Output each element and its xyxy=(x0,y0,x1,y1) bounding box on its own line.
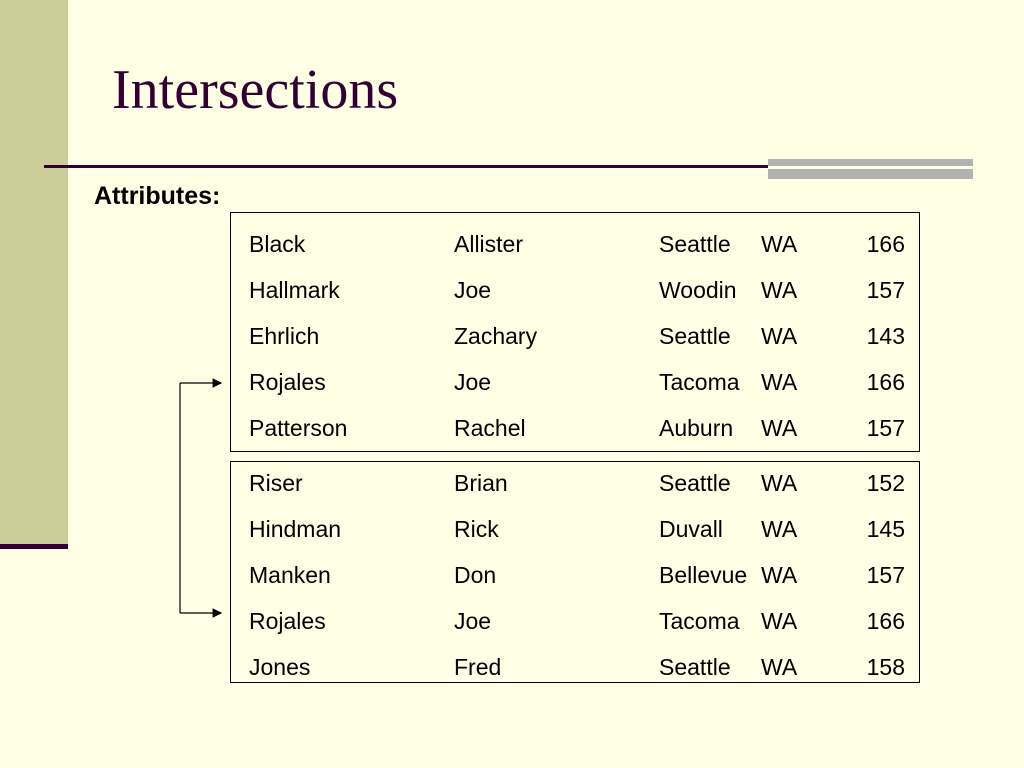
last-name-cell: Rojales xyxy=(249,369,326,395)
state-cell: WA xyxy=(761,562,798,588)
last-name-cell: Riser xyxy=(249,470,303,496)
city-cell: Tacoma xyxy=(659,369,740,395)
last-name-cell: Ehrlich xyxy=(249,323,320,349)
accent-bar xyxy=(768,159,973,179)
first-name-cell: Rick xyxy=(454,516,499,542)
number-cell: 158 xyxy=(866,654,905,680)
city-cell: Auburn xyxy=(659,415,734,441)
first-name-cell: Joe xyxy=(454,369,492,395)
first-name-cell: Zachary xyxy=(454,323,538,349)
table-one: Black Allister Seattle WA 166 Hallmark J… xyxy=(230,212,920,452)
last-name-cell: Black xyxy=(249,231,306,257)
number-cell: 166 xyxy=(866,231,905,257)
slide-title: Intersections xyxy=(112,59,399,121)
first-name-cell: Joe xyxy=(454,277,492,303)
city-cell: Bellevue xyxy=(659,562,748,588)
table-row: Hallmark Joe Woodin WA 157 xyxy=(231,276,919,304)
number-cell: 166 xyxy=(866,369,905,395)
state-cell: WA xyxy=(761,415,798,441)
state-cell: WA xyxy=(761,654,798,680)
last-name-cell: Jones xyxy=(249,654,311,680)
first-name-cell: Fred xyxy=(454,654,502,680)
number-cell: 157 xyxy=(866,277,905,303)
last-name-cell: Hallmark xyxy=(249,277,340,303)
last-name-cell: Manken xyxy=(249,562,331,588)
city-cell: Tacoma xyxy=(659,608,740,634)
state-cell: WA xyxy=(761,608,798,634)
first-name-cell: Joe xyxy=(454,608,492,634)
table-row: Jones Fred Seattle WA 158 xyxy=(231,653,919,681)
table-row: Patterson Rachel Auburn WA 157 xyxy=(231,414,919,442)
city-cell: Woodin xyxy=(659,277,737,303)
state-cell: WA xyxy=(761,231,798,257)
table-row: Black Allister Seattle WA 166 xyxy=(231,230,919,258)
state-cell: WA xyxy=(761,277,798,303)
table-row: Manken Don Bellevue WA 157 xyxy=(231,561,919,589)
last-name-cell: Rojales xyxy=(249,608,326,634)
city-cell: Duvall xyxy=(659,516,723,542)
city-cell: Seattle xyxy=(659,470,731,496)
number-cell: 152 xyxy=(866,470,905,496)
number-cell: 157 xyxy=(866,562,905,588)
table-row: Rojales Joe Tacoma WA 166 xyxy=(231,607,919,635)
number-cell: 157 xyxy=(866,415,905,441)
table-row: Riser Brian Seattle WA 152 xyxy=(231,469,919,497)
city-cell: Seattle xyxy=(659,231,731,257)
number-cell: 143 xyxy=(866,323,905,349)
left-decorative-band xyxy=(0,0,68,548)
state-cell: WA xyxy=(761,323,798,349)
number-cell: 145 xyxy=(866,516,905,542)
title-rule xyxy=(44,165,972,168)
number-cell: 166 xyxy=(866,608,905,634)
first-name-cell: Don xyxy=(454,562,497,588)
first-name-cell: Rachel xyxy=(454,415,526,441)
last-name-cell: Patterson xyxy=(249,415,348,441)
last-name-cell: Hindman xyxy=(249,516,342,542)
state-cell: WA xyxy=(761,470,798,496)
table-row: Ehrlich Zachary Seattle WA 143 xyxy=(231,322,919,350)
table-row: Hindman Rick Duvall WA 145 xyxy=(231,515,919,543)
state-cell: WA xyxy=(761,369,798,395)
table-two: Riser Brian Seattle WA 152 Hindman Rick … xyxy=(230,461,920,683)
accent-bar-stripe xyxy=(768,166,973,169)
first-name-cell: Brian xyxy=(454,470,508,496)
table-row: Rojales Joe Tacoma WA 166 xyxy=(231,368,919,396)
first-name-cell: Allister xyxy=(454,231,524,257)
state-cell: WA xyxy=(761,516,798,542)
attributes-heading: Attributes: xyxy=(94,182,221,210)
city-cell: Seattle xyxy=(659,323,731,349)
city-cell: Seattle xyxy=(659,654,731,680)
left-band-underline xyxy=(0,544,68,549)
